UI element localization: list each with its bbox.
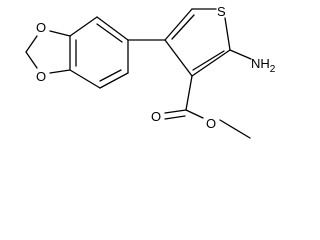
oxygen-atom-label: O [36, 69, 46, 84]
thiophene-ring [164, 8, 231, 77]
chemical-structure-canvas: O O S NH2 O O [25, 4, 276, 139]
bond [99, 72, 129, 89]
bond [185, 109, 204, 119]
bond [171, 14, 195, 40]
molecule-drawing: O O S NH2 O O [25, 4, 276, 139]
amine-label-text: NH [251, 56, 270, 71]
bond [219, 119, 251, 139]
bond [164, 8, 193, 41]
bond [224, 17, 231, 51]
amine-label: NH2 [251, 56, 276, 75]
oxygen-atom-label: O [36, 20, 46, 35]
bond [96, 23, 123, 43]
amine-subscript: 2 [270, 64, 276, 75]
methyl-ester-group [164, 75, 251, 139]
bond [164, 109, 187, 114]
bond [164, 115, 186, 120]
bond [185, 75, 193, 111]
bond [96, 16, 129, 41]
bond [191, 49, 231, 77]
sulfur-atom-label: S [217, 4, 226, 19]
benzodioxole-group [25, 16, 129, 89]
bond [99, 69, 122, 82]
ester-oxygen-label: O [206, 116, 216, 131]
bond [69, 16, 98, 37]
bond [49, 30, 71, 37]
bond [229, 49, 252, 60]
bond [25, 51, 38, 69]
bond [192, 50, 225, 71]
bond [164, 39, 193, 77]
bond [49, 69, 71, 74]
carbonyl-oxygen-label: O [151, 109, 161, 124]
bond [69, 69, 101, 89]
bond [25, 35, 38, 53]
